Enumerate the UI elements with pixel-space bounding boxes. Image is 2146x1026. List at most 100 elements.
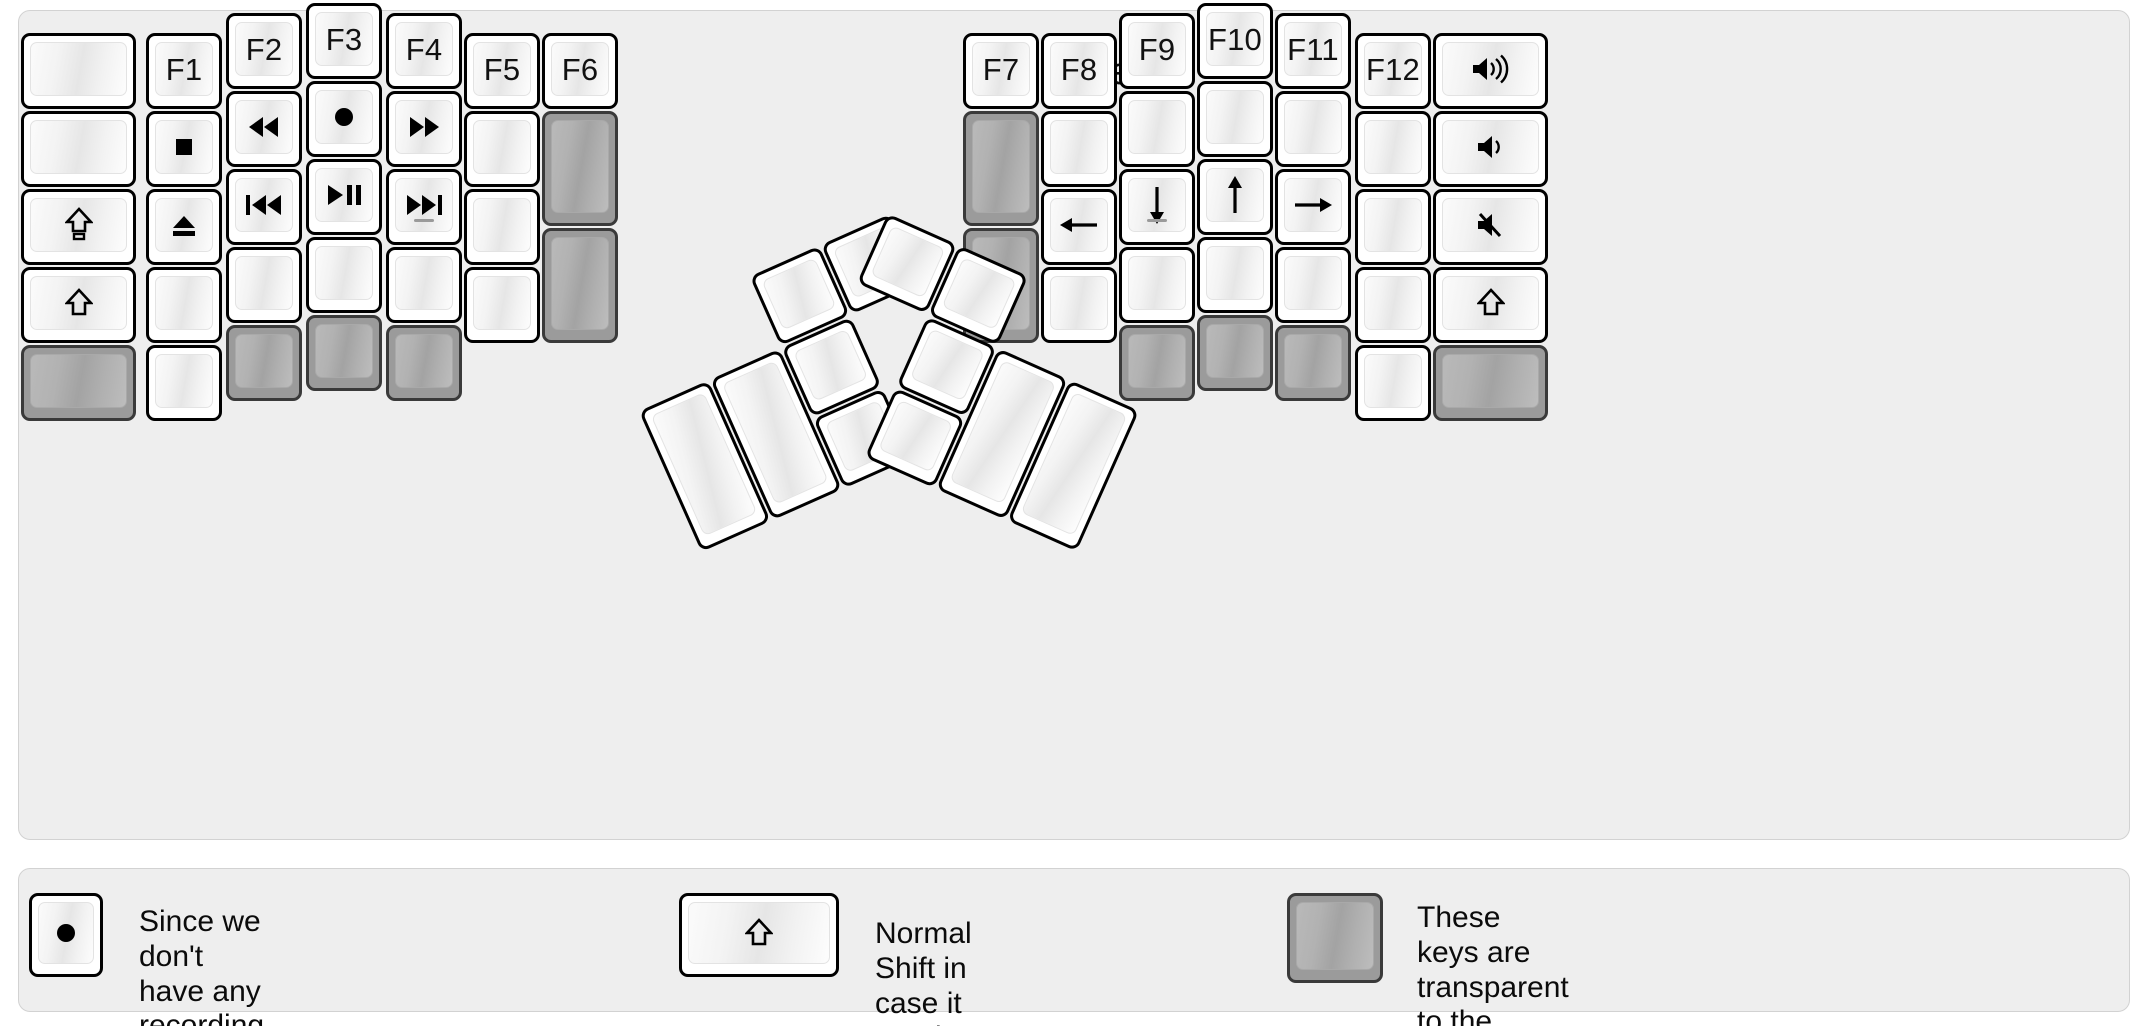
media-rewind-icon: [245, 114, 283, 140]
key-cap: [1206, 324, 1264, 378]
left-col5-key2[interactable]: [464, 189, 540, 265]
left-col3-key3[interactable]: [306, 237, 382, 313]
left-col0-key3-shift[interactable]: [21, 267, 136, 343]
left-col2-key2-media-previous[interactable]: [226, 169, 302, 245]
key-cap: F9: [1128, 22, 1186, 76]
left-col1-key2-media-eject[interactable]: [146, 189, 222, 265]
key-label: F9: [1138, 31, 1176, 67]
left-col3-key0-f3[interactable]: F3: [306, 3, 382, 79]
right-col3-key0-f10[interactable]: F10: [1197, 3, 1273, 79]
key-cap: [688, 902, 830, 964]
key-cap: [793, 328, 869, 402]
key-cap: F4: [395, 22, 453, 76]
right-col4-key1[interactable]: [1275, 91, 1351, 167]
key-cap: [38, 902, 94, 964]
left-col0-key2-caps-lock[interactable]: [21, 189, 136, 265]
key-cap: [1128, 100, 1186, 154]
key-cap: [1296, 902, 1374, 970]
legend-caption-0: Since we don't have any recording key, t…: [139, 905, 265, 1026]
left-col4-key0-f4[interactable]: F4: [386, 13, 462, 89]
right-col6-key2-volume-mute[interactable]: [1433, 189, 1548, 265]
right-col6-key4[interactable]: [1433, 345, 1548, 421]
media-record-icon: [51, 918, 81, 948]
left-col2-key3[interactable]: [226, 247, 302, 323]
key-cap: [909, 328, 985, 402]
right-col3-key3[interactable]: [1197, 237, 1273, 313]
right-col5-key3[interactable]: [1355, 267, 1431, 343]
left-col3-key1-media-record[interactable]: [306, 81, 382, 157]
right-col3-key1[interactable]: [1197, 81, 1273, 157]
right-col4-key3[interactable]: [1275, 247, 1351, 323]
left-col2-key1-media-rewind[interactable]: [226, 91, 302, 167]
right-col6-key1-volume-down[interactable]: [1433, 111, 1548, 187]
left-col6-key1[interactable]: [542, 111, 618, 226]
key-cap: F12: [1364, 42, 1422, 96]
right-col4-key0-f11[interactable]: F11: [1275, 13, 1351, 89]
key-cap: [30, 42, 127, 96]
left-col0-key4[interactable]: [21, 345, 136, 421]
arrow-down-icon: [1144, 183, 1170, 227]
left-col5-key3[interactable]: [464, 267, 540, 343]
key-cap: [1206, 246, 1264, 300]
right-col6-key0-volume-up[interactable]: [1433, 33, 1548, 109]
left-col0-key0[interactable]: [21, 33, 136, 109]
right-col2-key3[interactable]: [1119, 247, 1195, 323]
left-col1-key3[interactable]: [146, 267, 222, 343]
left-col2-key0-f2[interactable]: F2: [226, 13, 302, 89]
right-col2-key1[interactable]: [1119, 91, 1195, 167]
left-col6-key2[interactable]: [542, 228, 618, 343]
key-cap: [1050, 198, 1108, 252]
key-cap: [473, 276, 531, 330]
left-col2-key4[interactable]: [226, 325, 302, 401]
left-col4-key4[interactable]: [386, 325, 462, 401]
key-cap: [395, 256, 453, 310]
left-col1-key0-f1[interactable]: F1: [146, 33, 222, 109]
left-col4-key1-media-fast-forward[interactable]: [386, 91, 462, 167]
right-col3-key2-arrow-up[interactable]: [1197, 159, 1273, 235]
right-col2-key4[interactable]: [1119, 325, 1195, 401]
right-col2-key0-f9[interactable]: F9: [1119, 13, 1195, 89]
left-col5-key0-f5[interactable]: F5: [464, 33, 540, 109]
left-col1-key4[interactable]: [146, 345, 222, 421]
right-col0-key0-f7[interactable]: F7: [963, 33, 1039, 109]
key-cap: [30, 276, 127, 330]
key-label: F5: [483, 51, 521, 87]
key-cap: [551, 237, 609, 330]
right-col2-key2-arrow-down[interactable]: [1119, 169, 1195, 245]
left-col5-key1[interactable]: [464, 111, 540, 187]
left-col3-key2-media-play-pause[interactable]: [306, 159, 382, 235]
right-col3-key4[interactable]: [1197, 315, 1273, 391]
key-cap: [1284, 256, 1342, 310]
media-stop-icon: [169, 132, 199, 162]
key-cap: [155, 120, 213, 174]
media-previous-icon: [243, 192, 285, 218]
left-col1-key1-media-stop[interactable]: [146, 111, 222, 187]
right-col5-key1[interactable]: [1355, 111, 1431, 187]
right-col1-key1[interactable]: [1041, 111, 1117, 187]
left-col4-key3[interactable]: [386, 247, 462, 323]
left-col4-key2-media-next[interactable]: [386, 169, 462, 245]
right-col5-key4[interactable]: [1355, 345, 1431, 421]
key-cap: [315, 90, 373, 144]
left-col6-key0-f6[interactable]: F6: [542, 33, 618, 109]
right-col1-key2-arrow-left[interactable]: [1041, 189, 1117, 265]
key-cap: F1: [155, 42, 213, 96]
key-label: F4: [405, 31, 443, 67]
right-col4-key2-arrow-right[interactable]: [1275, 169, 1351, 245]
legend-caption-2: These keys are transparent to the layout…: [1417, 901, 1569, 1026]
right-col1-key3[interactable]: [1041, 267, 1117, 343]
right-col0-key1[interactable]: [963, 111, 1039, 226]
right-col1-key0-f8[interactable]: F8: [1041, 33, 1117, 109]
right-col6-key3-shift[interactable]: [1433, 267, 1548, 343]
legend-key-sample-0: [29, 893, 103, 977]
right-col4-key4[interactable]: [1275, 325, 1351, 401]
right-col5-key2[interactable]: [1355, 189, 1431, 265]
left-col0-key1[interactable]: [21, 111, 136, 187]
left-col3-key4[interactable]: [306, 315, 382, 391]
key-cap: [1364, 120, 1422, 174]
legend-key-sample-1: [679, 893, 839, 977]
right-col5-key0-f12[interactable]: F12: [1355, 33, 1431, 109]
legend-caption-1: Normal Shift in case it needs to be send…: [875, 917, 972, 1026]
arrow-left-icon: [1057, 212, 1101, 238]
